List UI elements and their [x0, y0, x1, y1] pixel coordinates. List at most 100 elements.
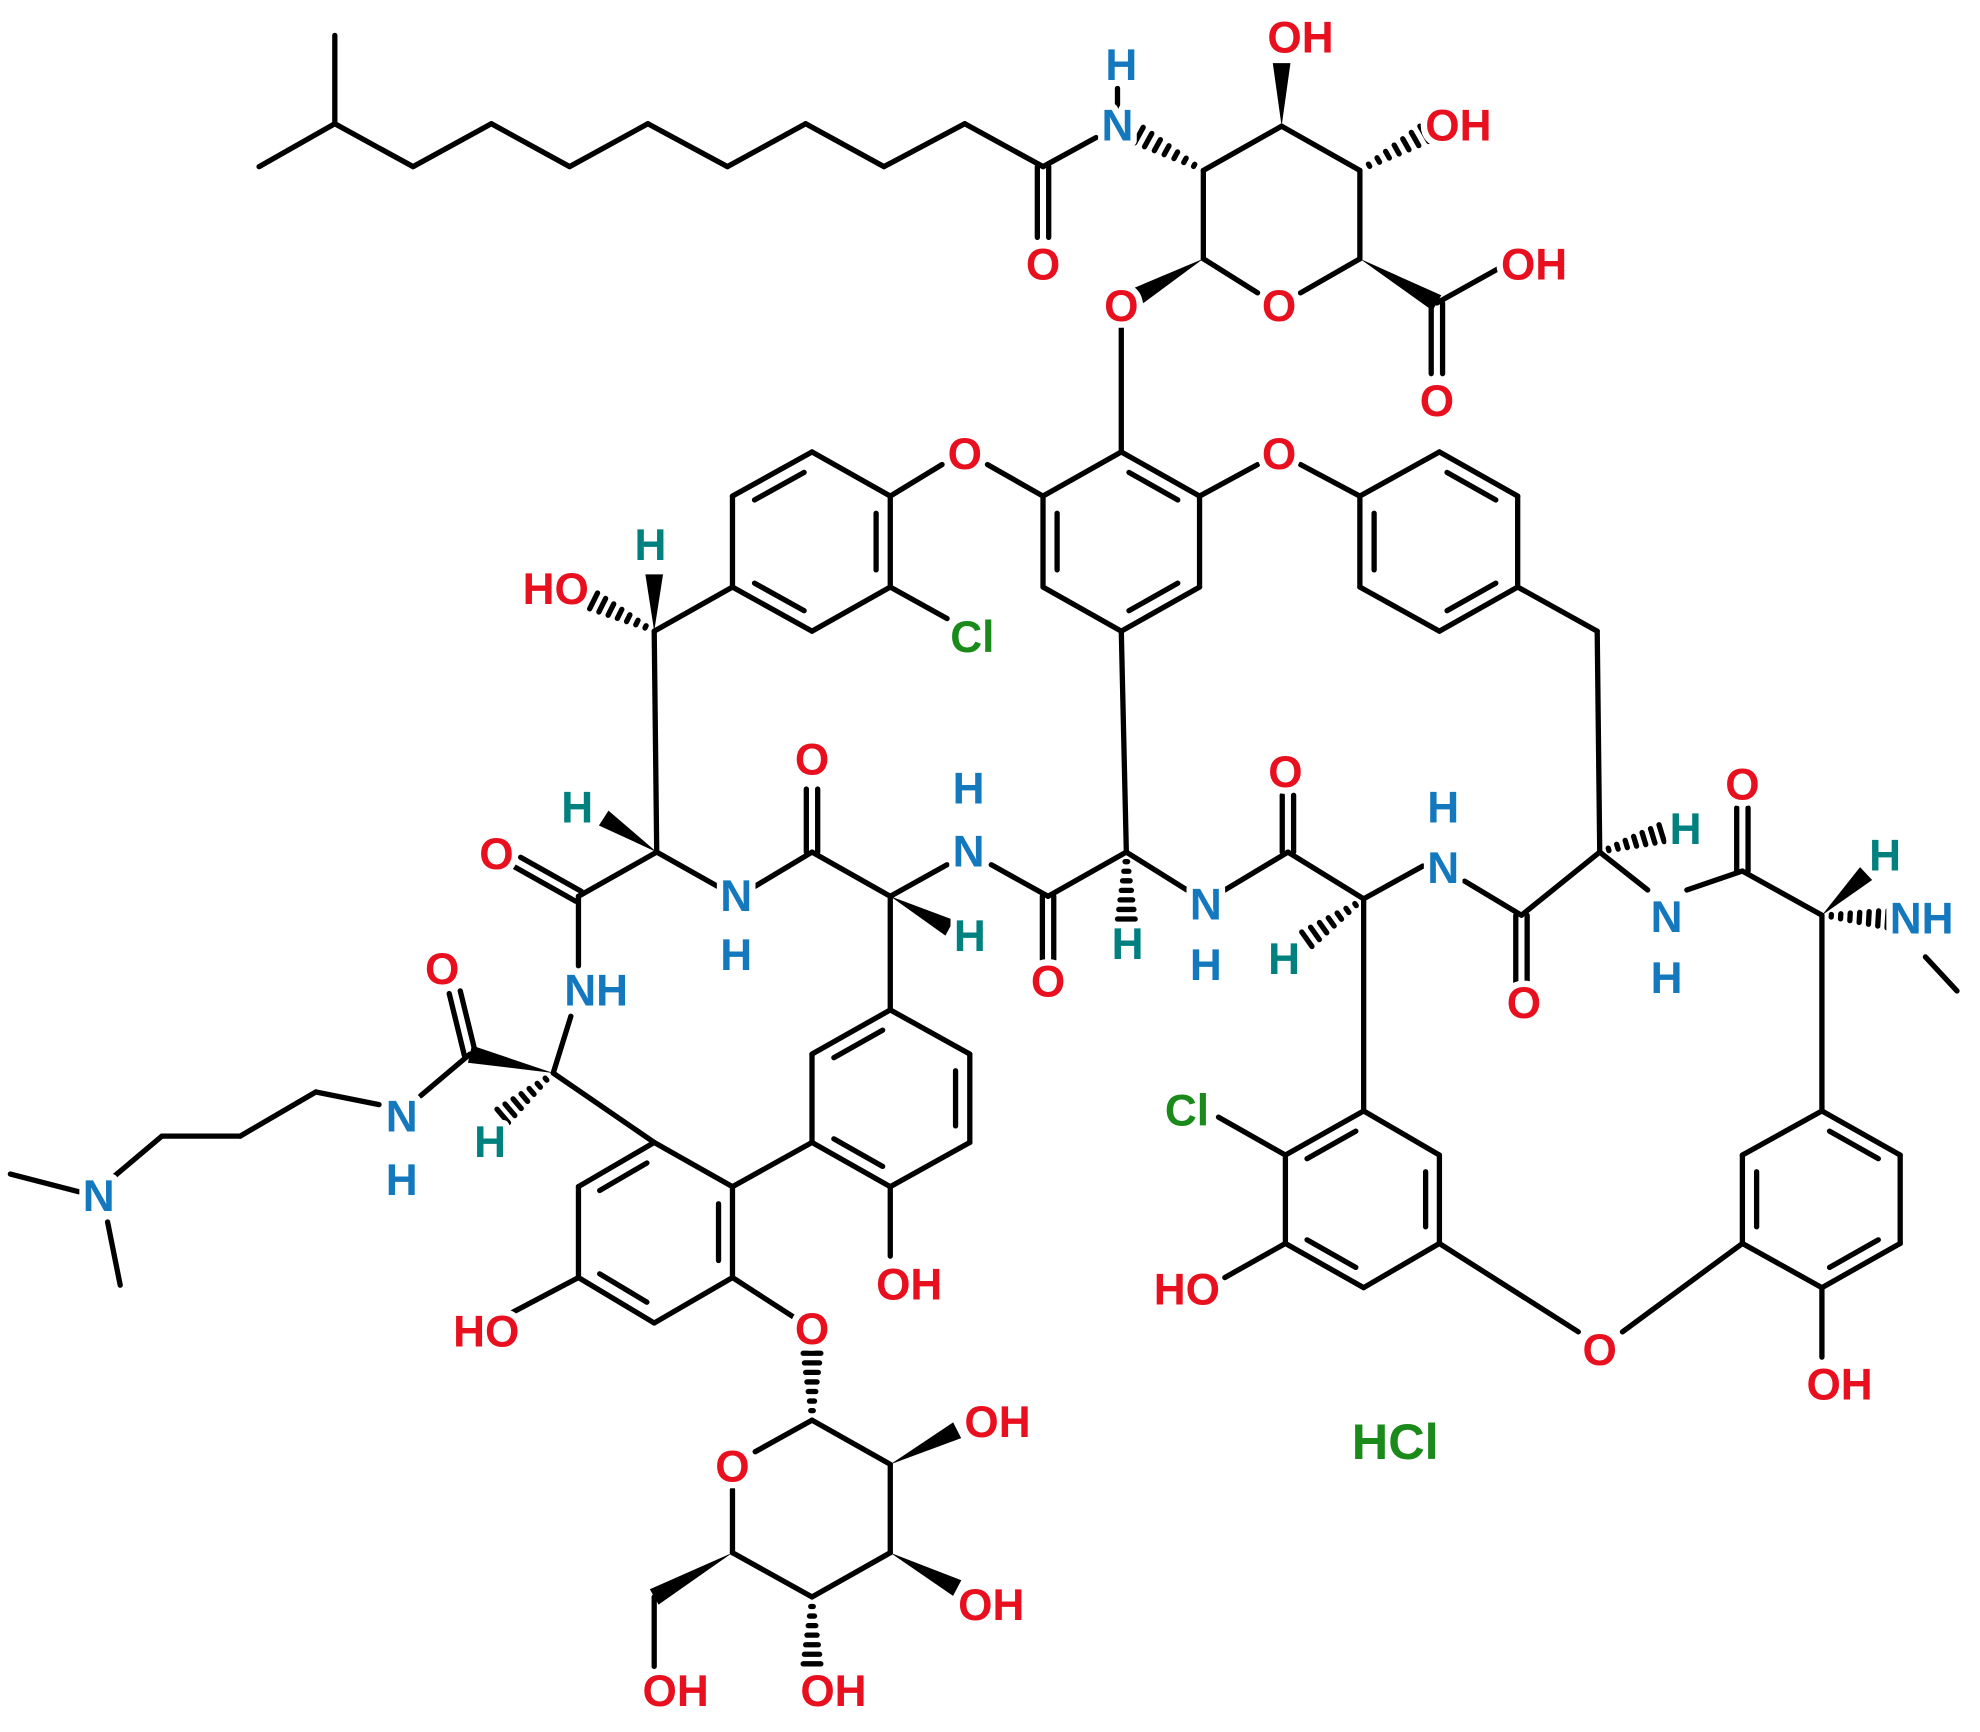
single-bond	[1278, 123, 1363, 174]
hashed-bond	[1391, 142, 1402, 157]
aromatic-bond	[1040, 449, 1124, 499]
atom-label: OH	[1806, 1360, 1872, 1409]
atom-label: Cl	[1165, 1086, 1209, 1135]
hashed-bond	[1365, 161, 1373, 169]
aromatic-inner-bond	[1444, 469, 1499, 503]
atom-label: OH	[800, 1667, 866, 1716]
single-bond	[752, 849, 815, 889]
aromatic-bond	[729, 584, 815, 634]
hashed-bond	[542, 1075, 550, 1083]
single-bond	[1196, 461, 1261, 499]
aromatic-bond	[1357, 449, 1443, 499]
hashed-bond	[1141, 130, 1155, 150]
hashed-bond	[1865, 908, 1872, 927]
hashed-bond	[518, 1091, 531, 1105]
single-bond	[1594, 628, 1603, 855]
atom-label: H	[1105, 41, 1137, 90]
single-bond	[752, 1417, 815, 1455]
single-bond	[1200, 256, 1261, 296]
single-bond	[237, 1089, 319, 1139]
atom-label: N	[1427, 844, 1459, 893]
hashed-bond	[1307, 924, 1323, 943]
atom-label: H	[1268, 935, 1300, 984]
atom-label: O	[1026, 241, 1060, 290]
single-bond	[1434, 263, 1506, 306]
single-bond	[111, 1133, 165, 1180]
aromatic-bond	[575, 1274, 657, 1326]
atom-label: O	[1262, 430, 1296, 479]
single-bond	[332, 121, 416, 170]
atom-label: NH	[564, 966, 628, 1015]
single-bond	[7, 1171, 82, 1195]
atom-label: OH	[964, 1398, 1030, 1447]
aromatic-bond	[729, 449, 815, 499]
aromatic-bond	[809, 1007, 893, 1057]
atom-label: H	[953, 764, 985, 813]
single-bond	[1045, 849, 1129, 899]
hashed-bond	[526, 1085, 537, 1097]
single-bond	[803, 121, 887, 170]
atom-label: NH	[1890, 895, 1954, 944]
atom-label: O	[795, 1305, 829, 1354]
wedge-bond	[649, 1552, 733, 1605]
hashed-bond	[1374, 155, 1383, 165]
wedge-bond	[467, 1045, 554, 1074]
atom-label: HO	[523, 565, 589, 614]
atom-label: H	[1190, 941, 1222, 990]
hashed-bond	[534, 1080, 544, 1090]
wedge-bond	[645, 574, 664, 632]
hashed-bond	[642, 623, 649, 631]
atom-label: N	[386, 1093, 418, 1142]
atom-label: H	[1651, 954, 1683, 1003]
wedge-bond	[890, 896, 954, 936]
atom-label: H	[720, 931, 752, 980]
single-bond	[575, 849, 660, 899]
atom-label: HO	[453, 1307, 519, 1356]
hashed-bond	[623, 612, 633, 625]
atom-label: O	[1104, 282, 1138, 331]
aromatic-bond	[651, 1139, 736, 1190]
single-bond	[1684, 868, 1746, 893]
atom-label: H	[1670, 805, 1702, 854]
single-bond	[1222, 1240, 1289, 1281]
single-bond	[313, 1089, 382, 1108]
hashed-bond	[510, 1096, 524, 1112]
single-bond	[1222, 849, 1291, 893]
aromatic-inner-bond	[1304, 1128, 1359, 1162]
single-bond	[962, 121, 1046, 170]
atom-label: N	[1651, 893, 1683, 942]
atom-label: OH	[1267, 13, 1333, 62]
hashed-bond	[1856, 909, 1863, 926]
atom-label: H	[954, 912, 986, 961]
double-bond	[457, 988, 479, 1056]
single-bond	[508, 1274, 582, 1316]
hashed-bond	[1656, 822, 1667, 845]
wedge-bond	[890, 1422, 962, 1465]
wedge-bond	[1134, 258, 1204, 304]
atom-label: Cl	[950, 613, 994, 662]
atom-label: O	[479, 830, 513, 879]
single-bond	[1518, 849, 1603, 918]
bonds-layer	[7, 32, 1960, 1670]
hashed-bond	[1161, 143, 1172, 158]
aromatic-inner-bond	[1444, 580, 1499, 614]
single-bond	[1597, 849, 1651, 893]
hashed-bond	[1639, 829, 1649, 848]
hashed-bond	[596, 595, 609, 615]
atom-label: N	[1102, 102, 1134, 151]
atom-label: O	[715, 1442, 749, 1491]
hashed-bond	[1382, 148, 1392, 161]
atom-label: O	[1507, 979, 1541, 1028]
single-bond	[1040, 134, 1099, 170]
aromatic-inner-bond	[1126, 469, 1181, 503]
single-bond	[724, 121, 809, 170]
single-bond	[645, 121, 731, 170]
aromatic-bond	[1118, 449, 1203, 499]
atom-label: O	[1725, 761, 1759, 810]
atom-label: N	[720, 872, 752, 921]
single-bond	[1361, 863, 1426, 902]
single-bond	[410, 121, 495, 170]
